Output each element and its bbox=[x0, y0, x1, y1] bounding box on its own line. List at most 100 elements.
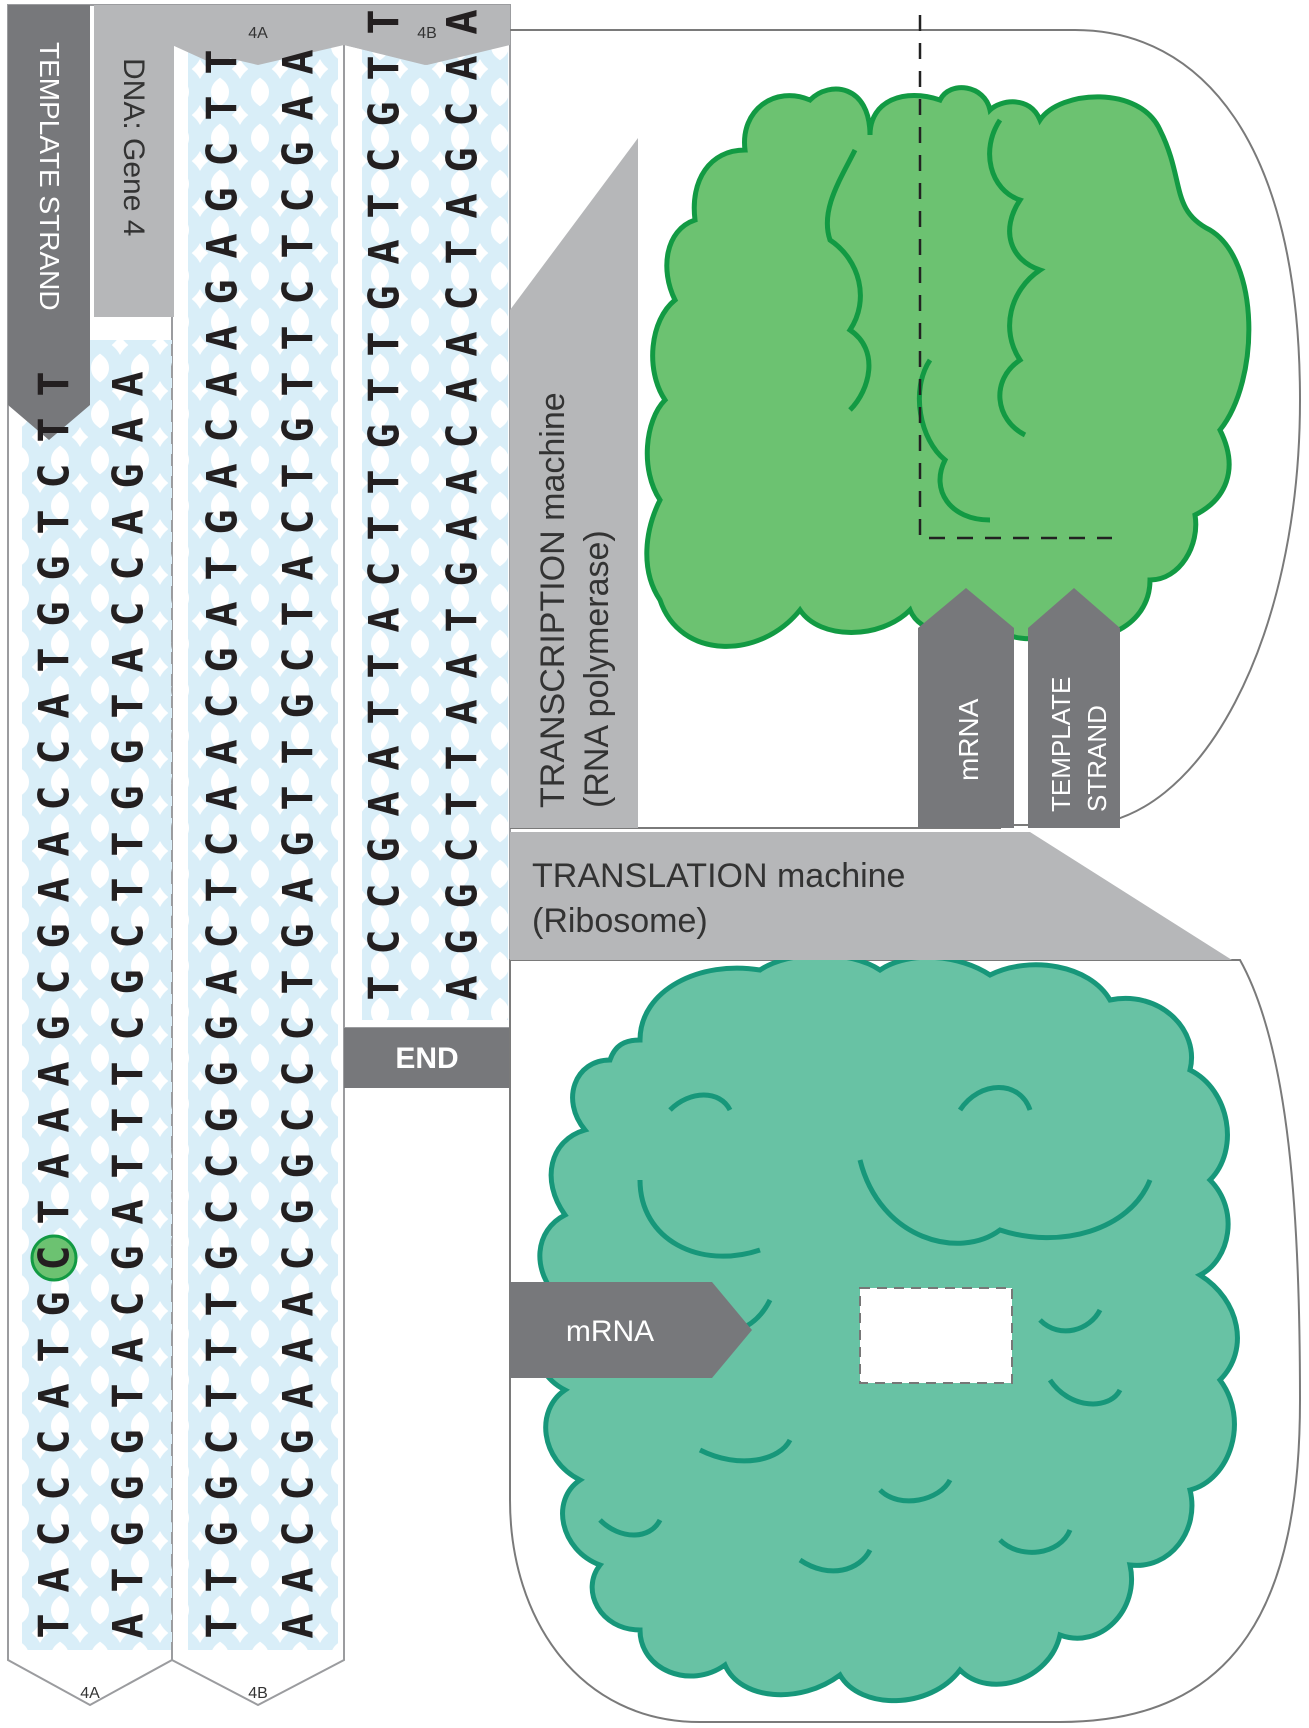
dna-base: C bbox=[104, 1291, 153, 1316]
dna-base: G bbox=[360, 837, 409, 862]
dna-base: G bbox=[274, 923, 323, 948]
dna-base: T bbox=[360, 331, 409, 356]
dna-base: C bbox=[30, 1429, 79, 1454]
dna-base: G bbox=[198, 1015, 247, 1040]
dna-base: T bbox=[104, 1383, 153, 1408]
dna-base: A bbox=[104, 509, 153, 534]
dna-base: T bbox=[30, 1613, 79, 1638]
dna-base: T bbox=[198, 1337, 247, 1362]
dna-base: G bbox=[30, 1291, 79, 1316]
dna-base: T bbox=[30, 417, 79, 442]
dna-base: A bbox=[198, 739, 247, 764]
dna-base: G bbox=[438, 929, 487, 954]
dna-base: C bbox=[30, 1521, 79, 1546]
dna-base: C bbox=[198, 923, 247, 948]
dna-base: G bbox=[198, 509, 247, 534]
dna-base: C bbox=[274, 647, 323, 672]
dna-base: C bbox=[198, 417, 247, 442]
dna-base: T bbox=[274, 601, 323, 626]
dna-base: C bbox=[438, 837, 487, 862]
dna-base: G bbox=[438, 147, 487, 172]
dna-base: A bbox=[30, 1567, 79, 1592]
segment-label-top-4a: 4A bbox=[248, 25, 268, 42]
dna-base: T bbox=[438, 745, 487, 770]
gene-label-box bbox=[94, 5, 174, 317]
dna-base: T bbox=[104, 1107, 153, 1132]
dna-base: A bbox=[438, 469, 487, 494]
dna-base: G bbox=[198, 279, 247, 304]
gene-label: DNA: Gene 4 bbox=[117, 58, 150, 236]
dna-base: T bbox=[30, 371, 79, 396]
dna-base: G bbox=[30, 1015, 79, 1040]
rna-polymerase-shape bbox=[644, 85, 1252, 649]
end-label: END bbox=[395, 1042, 458, 1075]
dna-base: A bbox=[30, 1383, 79, 1408]
dna-base: A bbox=[438, 975, 487, 1000]
dna-base: T bbox=[198, 1291, 247, 1316]
dna-base: T bbox=[104, 1061, 153, 1086]
dna-base: G bbox=[274, 417, 323, 442]
transcription-title: TRANSCRIPTION machine bbox=[534, 392, 572, 808]
transcription-panel: TRANSCRIPTION machine (RNA polymerase) m… bbox=[510, 15, 1302, 829]
dna-base: A bbox=[274, 1337, 323, 1362]
dna-base: C bbox=[274, 1475, 323, 1500]
dna-base: C bbox=[274, 1061, 323, 1086]
dna-base: C bbox=[198, 1429, 247, 1454]
dna-base: G bbox=[198, 1107, 247, 1132]
dna-base: G bbox=[104, 1521, 153, 1546]
dna-base: C bbox=[198, 141, 247, 166]
dna-base: T bbox=[438, 791, 487, 816]
dna-base: T bbox=[360, 515, 409, 540]
helix-band-a bbox=[22, 340, 172, 1650]
dna-base: A bbox=[274, 95, 323, 120]
dna-base: C bbox=[198, 693, 247, 718]
dna-base: G bbox=[274, 1199, 323, 1224]
dna-base: G bbox=[360, 101, 409, 126]
dna-base: T bbox=[198, 49, 247, 74]
dna-base: C bbox=[360, 147, 409, 172]
dna-base: C bbox=[274, 1015, 323, 1040]
template-strand-arrow bbox=[8, 5, 90, 440]
template-label-line1: TEMPLATE bbox=[1046, 677, 1076, 812]
dna-base: G bbox=[198, 1061, 247, 1086]
dna-base: A bbox=[274, 1383, 323, 1408]
dna-base: C bbox=[438, 285, 487, 310]
dna-base: G bbox=[198, 1475, 247, 1500]
dna-base: T bbox=[360, 469, 409, 494]
dna-base: T bbox=[198, 555, 247, 580]
dna-base: G bbox=[274, 831, 323, 856]
translation-panel: mRNA TRANSLATION machine (Ribosome) bbox=[509, 832, 1302, 1723]
transcription-label-wedge bbox=[510, 138, 638, 828]
dna-base: C bbox=[274, 1521, 323, 1546]
dna-base: T bbox=[104, 693, 153, 718]
dna-base: A bbox=[360, 745, 409, 770]
dna-base: T bbox=[30, 1337, 79, 1362]
dna-base: A bbox=[104, 371, 153, 396]
dna-base: T bbox=[360, 55, 409, 80]
polymerase-dashed-guide bbox=[918, 15, 1112, 540]
dna-base: A bbox=[438, 55, 487, 80]
dna-base: A bbox=[360, 791, 409, 816]
dna-base: A bbox=[198, 785, 247, 810]
dna-base: A bbox=[360, 607, 409, 632]
dna-base: A bbox=[30, 877, 79, 902]
dna-base: C bbox=[104, 555, 153, 580]
end-tab bbox=[344, 1028, 510, 1088]
dna-base: G bbox=[198, 1245, 247, 1270]
dna-base: T bbox=[274, 371, 323, 396]
dna-base: C bbox=[438, 423, 487, 448]
dna-base: G bbox=[438, 883, 487, 908]
dna-base: T bbox=[360, 653, 409, 678]
helix-band-c bbox=[362, 20, 508, 1020]
dna-base: T bbox=[104, 831, 153, 856]
dna-base: T bbox=[438, 239, 487, 264]
dna-base: A bbox=[438, 515, 487, 540]
dna-base: A bbox=[104, 1613, 153, 1638]
dna-base: G bbox=[104, 1245, 153, 1270]
dna-base: A bbox=[274, 1613, 323, 1638]
dna-base: A bbox=[438, 331, 487, 356]
dna-base: C bbox=[104, 923, 153, 948]
dna-base: T bbox=[30, 1199, 79, 1224]
dna-base: C bbox=[274, 1107, 323, 1132]
dna-base: T bbox=[104, 1153, 153, 1178]
